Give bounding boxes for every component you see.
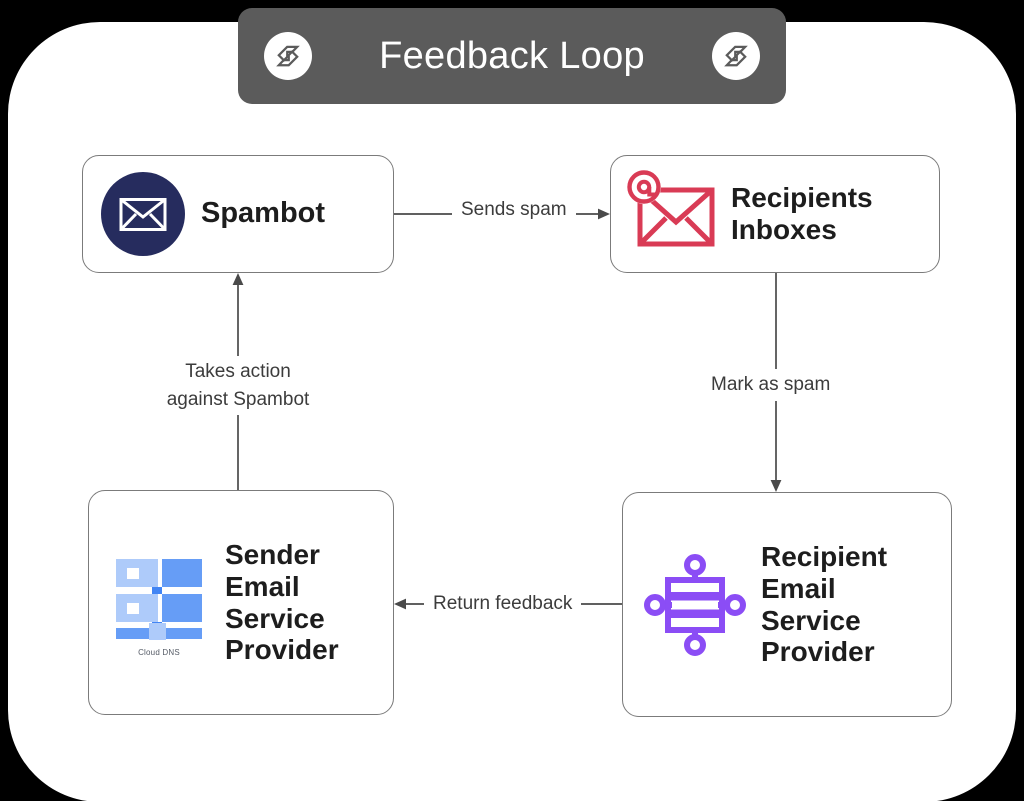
- edge-label-takes-action-line1: Takes action: [185, 361, 291, 382]
- node-sender-esp-label-line3: Service: [225, 602, 325, 634]
- node-spambot[interactable]: Spambot: [82, 155, 394, 273]
- cloud-dns-server-icon: Cloud DNS: [101, 549, 217, 657]
- page-title: Feedback Loop: [379, 35, 645, 77]
- node-recipients-inboxes-label-line2: Inboxes: [731, 214, 837, 245]
- node-recipients-inboxes-label-line1: Recipients: [731, 182, 873, 214]
- node-recipient-esp-label-line4: Provider: [761, 636, 875, 668]
- interlocking-squares-logo-icon-left: [264, 32, 312, 80]
- node-recipient-esp-label-line3: Service: [761, 604, 861, 636]
- edge-label-mark-as-spam: Mark as spam: [702, 369, 840, 401]
- edge-label-takes-action-line2: against Spambot: [166, 388, 310, 410]
- diagram-title-bar: Feedback Loop: [238, 8, 786, 104]
- node-recipient-esp-label-line1: Recipient: [761, 540, 888, 572]
- node-recipients-inboxes-label: Recipients Inboxes: [731, 182, 873, 246]
- node-recipient-email-service-provider[interactable]: Recipient Email Service Provider: [622, 492, 952, 717]
- node-spambot-label: Spambot: [201, 197, 326, 230]
- node-recipient-esp-label: Recipient Email Service Provider: [761, 541, 887, 669]
- node-recipient-esp-label-line2: Email: [761, 572, 836, 604]
- edge-label-takes-action: Takes action against Spambot: [148, 356, 328, 416]
- node-sender-esp-label-line4: Provider: [225, 634, 339, 666]
- edge-label-sends-spam: Sends spam: [452, 196, 576, 224]
- node-sender-email-service-provider[interactable]: Cloud DNS Sender Email Service Provider: [88, 490, 394, 715]
- edge-label-return-feedback: Return feedback: [424, 590, 582, 618]
- node-sender-esp-label: Sender Email Service Provider: [225, 539, 339, 667]
- envelope-circle-icon: [97, 170, 189, 258]
- purple-server-stack-icon: [635, 553, 755, 657]
- interlocking-squares-logo-icon-right: [712, 32, 760, 80]
- node-recipients-inboxes[interactable]: Recipients Inboxes: [610, 155, 940, 273]
- cloud-dns-caption: Cloud DNS: [138, 647, 180, 657]
- node-sender-esp-label-line1: Sender: [225, 538, 320, 570]
- at-envelope-icon: [621, 168, 721, 260]
- node-sender-esp-label-line2: Email: [225, 570, 300, 602]
